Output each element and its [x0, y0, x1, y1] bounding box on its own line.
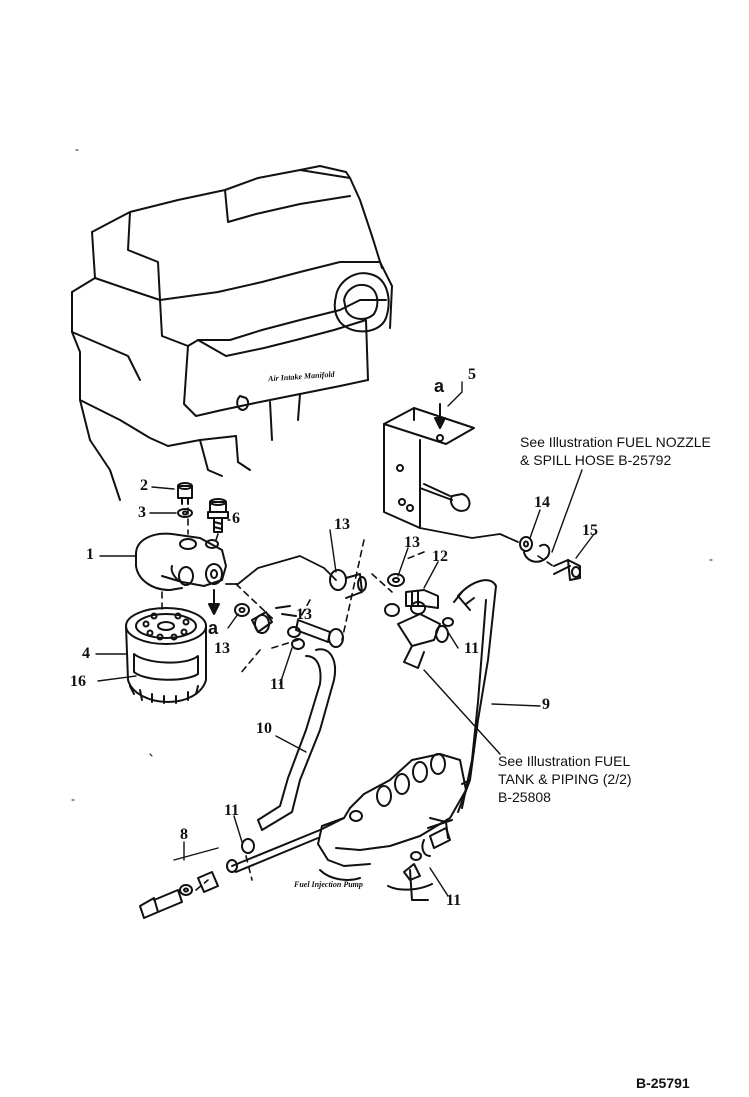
pump-label: Fuel Injection Pump	[294, 880, 363, 889]
callout-4: 4	[82, 645, 90, 662]
callout-13-d: 13	[296, 606, 312, 623]
hose-9	[453, 579, 497, 813]
callout-10: 10	[256, 720, 272, 737]
leader-lines	[95, 381, 595, 897]
callout-12: 12	[432, 548, 448, 565]
reference-tank-line2: TANK & PIPING (2/2)	[498, 771, 632, 787]
reference-nozzle-note: See Illustration FUEL NOZZLE & SPILL HOS…	[520, 433, 711, 469]
callout-1: 1	[86, 546, 94, 563]
callout-a-top: a	[434, 376, 445, 396]
callout-2: 2	[140, 477, 148, 494]
arrow-a-bottom	[208, 589, 220, 615]
callout-a-bottom: a	[208, 618, 219, 638]
callout-11-a: 11	[270, 676, 286, 693]
dash-lines	[195, 539, 557, 891]
callout-8: 8	[180, 826, 188, 843]
scan-marks	[71, 149, 713, 801]
bolt-2	[177, 482, 193, 505]
callout-13-a: 13	[334, 516, 350, 533]
banjo-fitting	[384, 601, 454, 669]
callout-11-b: 11	[464, 640, 480, 657]
callout-16: 16	[70, 673, 86, 690]
reference-nozzle-line2: & SPILL HOSE B-25792	[520, 452, 672, 468]
callout-14: 14	[534, 494, 550, 511]
callout-11-d: 11	[446, 892, 462, 909]
bracket-bolt	[419, 483, 471, 512]
air-intake-manifold	[183, 272, 390, 441]
pump-inlet-fitting	[403, 827, 451, 881]
banjo-bolt-assembly	[139, 817, 345, 919]
washer-3	[177, 508, 193, 518]
filter-cartridge	[125, 607, 207, 704]
reference-tank-line3: B-25808	[498, 789, 551, 805]
callout-9: 9	[542, 696, 550, 713]
engine-block	[71, 165, 393, 501]
washer-14	[519, 536, 533, 552]
callout-15: 15	[582, 522, 598, 539]
reference-tank-note: See Illustration FUEL TANK & PIPING (2/2…	[498, 752, 632, 806]
reference-nozzle-line1: See Illustration FUEL NOZZLE	[520, 434, 711, 450]
bolt-15	[553, 559, 581, 581]
leader-filter-head	[225, 555, 337, 585]
hose-10	[257, 648, 336, 831]
callout-5: 5	[468, 366, 476, 383]
fuel-injection-pump	[317, 753, 467, 901]
document-id: B-25791	[636, 1075, 690, 1091]
bracket	[383, 407, 475, 529]
callout-11-c: 11	[224, 802, 240, 819]
dash-filter	[161, 507, 219, 613]
leader-bracket	[419, 527, 519, 543]
clip	[523, 543, 551, 563]
arrow-a-top	[434, 403, 446, 429]
callout-13-c: 13	[214, 640, 230, 657]
callout-6: 6	[232, 510, 240, 527]
callout-3: 3	[138, 504, 146, 521]
filter-head	[135, 532, 227, 591]
reference-tank-line1: See Illustration FUEL	[498, 753, 631, 769]
callout-13-b: 13	[404, 534, 420, 551]
bolt-6	[207, 498, 229, 533]
